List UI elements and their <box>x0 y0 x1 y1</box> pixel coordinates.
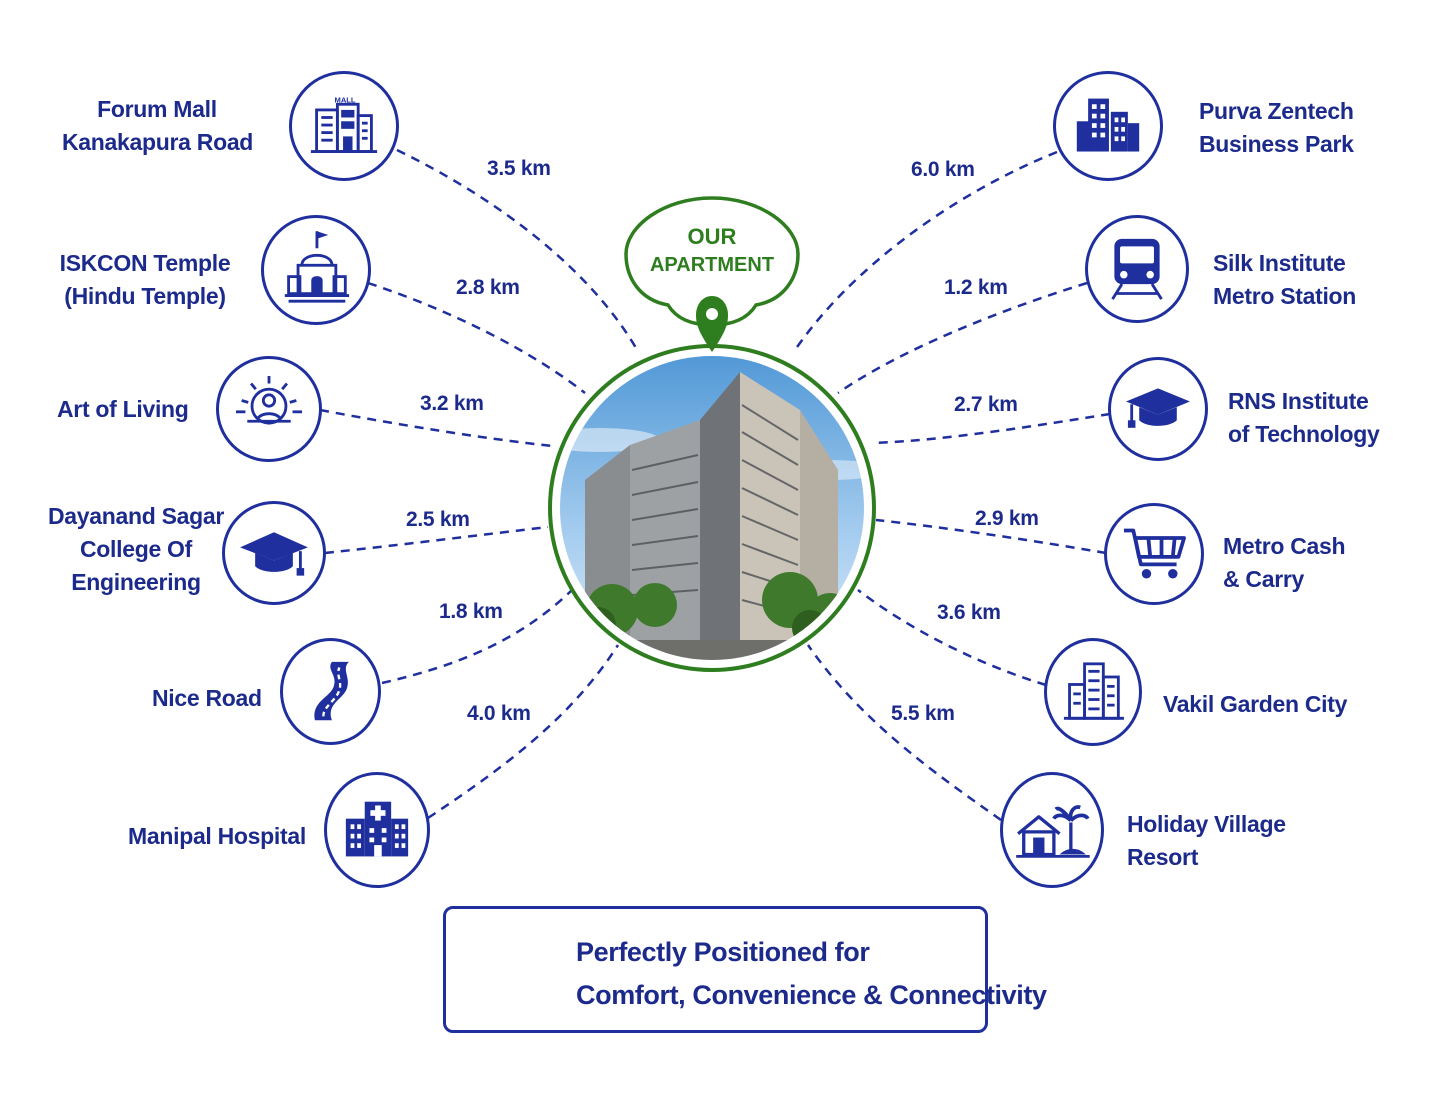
rns-icon-ring <box>1108 357 1208 461</box>
connector-forum-mall <box>396 148 638 349</box>
nice-road-icon-ring <box>280 638 381 745</box>
holiday-name-2: Resort <box>1127 844 1199 870</box>
connector-purva <box>793 150 1058 351</box>
art-of-living-name: Art of Living <box>57 396 189 422</box>
connector-manipal <box>427 644 620 820</box>
meditation-icon <box>235 375 303 425</box>
badge-line-2: APARTMENT <box>649 254 775 276</box>
silk-metro-name-1: Silk Institute <box>1213 250 1346 276</box>
connector-lines <box>319 148 1111 822</box>
rns-label: RNS Institute of Technology <box>1228 385 1380 451</box>
purva-distance: 6.0 km <box>911 158 975 181</box>
purva-label: Purva Zentech Business Park <box>1199 95 1354 161</box>
dayanand-label: Dayanand Sagar College Of Engineering <box>38 500 234 599</box>
graduation-cap-icon <box>1126 388 1190 428</box>
holiday-label: Holiday Village Resort <box>1127 808 1286 874</box>
nice-road-name: Nice Road <box>152 685 262 711</box>
iskcon-name-1: ISKCON Temple <box>59 250 231 276</box>
holiday-distance: 5.5 km <box>891 702 955 725</box>
dayanand-name-3: Engineering <box>71 569 201 595</box>
forum-mall-label: Forum Mall Kanakapura Road <box>62 93 254 159</box>
iskcon-icon-ring <box>261 215 371 325</box>
map-pin-icon <box>696 296 728 352</box>
purva-name-1: Purva Zentech <box>1199 98 1354 124</box>
holiday-icon-ring <box>1000 772 1104 888</box>
rns-name-1: RNS Institute <box>1228 388 1369 414</box>
silk-metro-icon-ring <box>1085 215 1189 323</box>
holiday-name-1: Holiday Village <box>1127 811 1286 837</box>
rns-name-2: of Technology <box>1228 421 1380 447</box>
manipal-distance: 4.0 km <box>467 702 531 725</box>
our-apartment-badge <box>624 196 800 352</box>
metro-cash-distance: 2.9 km <box>975 507 1039 530</box>
dayanand-name-1: Dayanand Sagar <box>47 503 225 529</box>
art-of-living-distance: 3.2 km <box>420 392 484 415</box>
connector-dayanand <box>324 525 549 555</box>
connector-metro-cash <box>875 518 1107 555</box>
tagline-line-2: Comfort, Convenience & Connectivity <box>576 980 1047 1010</box>
dayanand-distance: 2.5 km <box>406 508 470 531</box>
apartment-photo <box>548 344 876 672</box>
center-badge-label: OUR APARTMENT <box>640 222 784 280</box>
art-of-living-label: Art of Living <box>57 393 189 426</box>
iskcon-distance: 2.8 km <box>456 276 520 299</box>
metro-cash-name-2: & Carry <box>1223 566 1304 592</box>
nice-road-label: Nice Road <box>152 682 262 715</box>
connector-holiday <box>806 644 1002 822</box>
forum-mall-icon-ring: MALL <box>289 71 399 181</box>
manipal-name: Manipal Hospital <box>128 823 306 849</box>
dayanand-name-2: College Of <box>79 536 192 562</box>
vakil-label: Vakil Garden City <box>1163 688 1347 721</box>
manipal-icon-ring <box>324 772 430 888</box>
metro-train-icon <box>1111 238 1163 300</box>
resort-house-icon <box>1016 805 1090 858</box>
silk-metro-name-2: Metro Station <box>1213 283 1357 309</box>
metro-cash-label: Metro Cash & Carry <box>1223 530 1346 596</box>
rns-distance: 2.7 km <box>954 393 1018 416</box>
hospital-icon <box>345 801 409 857</box>
nice-road-distance: 1.8 km <box>439 600 503 623</box>
iskcon-name-2: (Hindu Temple) <box>64 283 226 309</box>
shopping-cart-icon <box>1123 528 1186 579</box>
forum-mall-name-2: Kanakapura Road <box>62 129 254 155</box>
vakil-name: Vakil Garden City <box>1163 691 1348 717</box>
temple-icon <box>284 231 350 303</box>
svg-text:MALL: MALL <box>335 95 356 104</box>
badge-line-1: OUR <box>687 224 737 249</box>
vakil-icon-ring <box>1044 638 1142 746</box>
forum-mall-name-1: Forum Mall <box>97 96 217 122</box>
silk-metro-label: Silk Institute Metro Station <box>1213 247 1356 313</box>
road-icon <box>314 661 349 721</box>
metro-cash-name-1: Metro Cash <box>1223 533 1346 559</box>
tagline-box: Perfectly Positioned for Comfort, Conven… <box>443 906 1047 1033</box>
purva-icon-ring <box>1053 71 1163 181</box>
metro-cash-icon-ring <box>1104 503 1204 605</box>
manipal-label: Manipal Hospital <box>128 820 306 853</box>
iskcon-label: ISKCON Temple (Hindu Temple) <box>55 247 235 313</box>
vakil-distance: 3.6 km <box>937 601 1001 624</box>
tagline-line-1: Perfectly Positioned for <box>576 937 870 967</box>
office-buildings-icon <box>1076 98 1140 152</box>
graduation-cap-icon <box>240 532 308 576</box>
forum-mall-distance: 3.5 km <box>487 157 551 180</box>
connector-iskcon <box>367 281 586 394</box>
silk-metro-distance: 1.2 km <box>944 276 1008 299</box>
skyscraper-icon <box>1063 662 1124 720</box>
connector-rns <box>872 412 1111 445</box>
dayanand-icon-ring <box>222 501 326 605</box>
connector-silk-metro <box>837 281 1088 395</box>
purva-name-2: Business Park <box>1199 131 1354 157</box>
mall-icon: MALL <box>310 95 378 153</box>
art-of-living-icon-ring <box>216 356 322 462</box>
connector-art-of-living <box>319 408 553 448</box>
